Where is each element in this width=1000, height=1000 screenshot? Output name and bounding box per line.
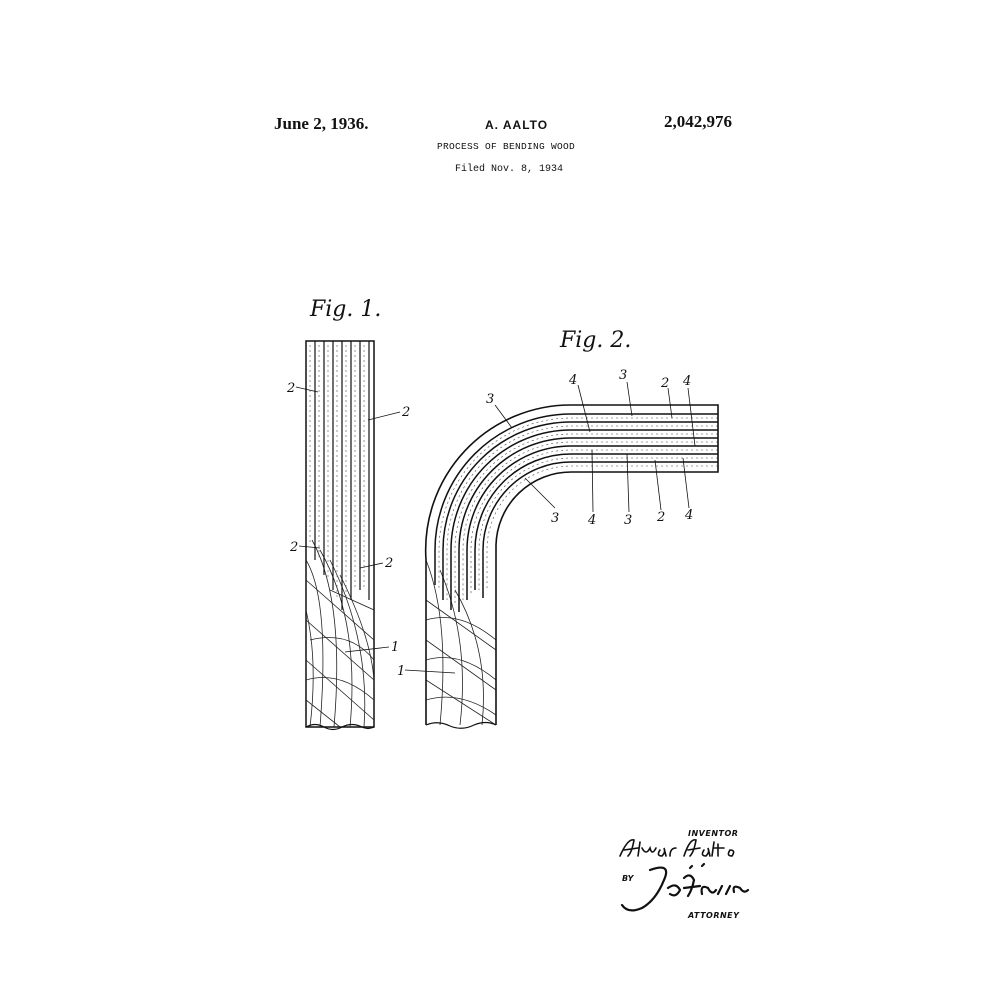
fig2-drawing: 3 4 3 2 4 3 4 3 2 4 1 <box>397 368 719 729</box>
fig1-label-1: 1 <box>391 640 399 655</box>
inventor-name: A. AALTO <box>485 118 549 132</box>
inventor-label: INVENTOR <box>688 829 739 838</box>
filed-date: Filed Nov. 8, 1934 <box>455 164 564 175</box>
fig2-label-1: 1 <box>397 664 405 679</box>
fig1-drawing: 2 2 2 2 1 <box>286 340 410 731</box>
fig2-label-4d: 4 <box>684 508 693 523</box>
fig1-grain-hatching <box>306 539 374 727</box>
fig1-leader-lines <box>295 386 401 653</box>
fig2-veneer-texture <box>438 417 718 605</box>
attorney-signature <box>620 862 750 912</box>
fig2-label-4a: 4 <box>568 373 577 388</box>
fig2-label-2a: 2 <box>660 376 669 391</box>
patent-title: PROCESS OF BENDING WOOD <box>437 141 576 152</box>
fig2-grain-hatching <box>425 559 497 725</box>
attorney-label: ATTORNEY <box>688 911 740 920</box>
fig2-label-3a: 3 <box>486 392 494 407</box>
fig1-break-line <box>305 723 375 731</box>
fig2-leader-lines <box>404 381 696 674</box>
fig1-title: Fig. 1. <box>310 297 382 322</box>
fig1-veneer-strips <box>314 341 370 610</box>
fig2-break-line <box>425 721 497 729</box>
fig2-label-3d: 3 <box>624 513 632 528</box>
fig1-label-2c: 2 <box>289 540 298 555</box>
fig2-label-4c: 4 <box>587 513 596 528</box>
fig2-label-3b: 3 <box>619 368 627 383</box>
fig2-label-3c: 3 <box>551 511 559 526</box>
patent-number: 2,042,976 <box>664 112 732 131</box>
fig2-bent-veneer-layers <box>434 413 718 612</box>
fig1-label-2b: 2 <box>401 405 410 420</box>
fig2-outline <box>424 404 719 725</box>
fig1-label-2d: 2 <box>384 556 393 571</box>
fig2-label-4b: 4 <box>682 374 691 389</box>
fig1-label-2a: 2 <box>286 381 295 396</box>
fig2-title: Fig. 2. <box>560 328 632 353</box>
inventor-signature <box>619 839 735 857</box>
fig1-veneer-texture <box>309 345 365 600</box>
fig1-outline <box>305 340 375 728</box>
patent-date: June 2, 1936. <box>274 114 369 133</box>
by-label: BY <box>622 874 634 883</box>
fig2-fill <box>425 404 718 725</box>
fig2-label-2b: 2 <box>656 510 665 525</box>
